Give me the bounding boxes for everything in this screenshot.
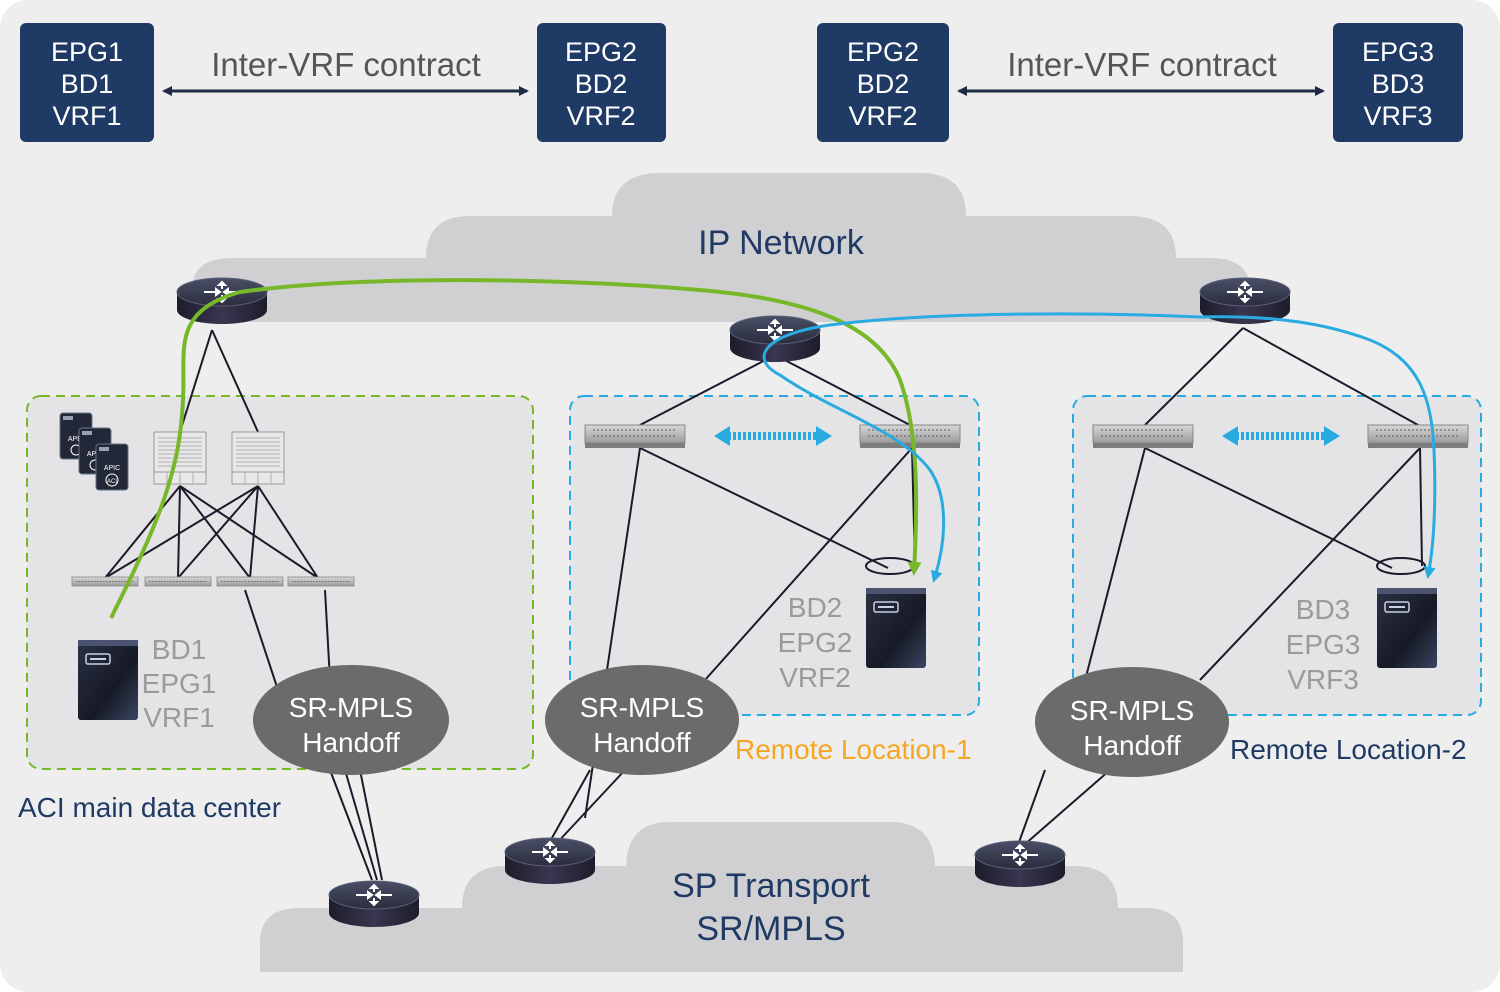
blue-traffic-path-remote2	[1199, 315, 1437, 579]
network-links	[104, 327, 1423, 881]
main-endpoint-line-3: VRF1	[143, 702, 215, 733]
epg-box-1-line-1: EPG1	[51, 37, 123, 67]
contract-label-1: Inter-VRF contract	[211, 46, 481, 83]
ip-network-label: IP Network	[698, 224, 865, 262]
remote2-endpoint-line-2: EPG3	[1286, 629, 1361, 660]
remote2-endpoint-line-3: VRF3	[1287, 664, 1359, 695]
remote1-endpoint-line-3: VRF2	[779, 662, 851, 693]
sp-transport-cloud	[260, 822, 1183, 972]
apic-label-3: APIC	[104, 465, 120, 472]
remote2-isl-arrow	[1222, 426, 1340, 446]
epg-box-2-line-2: BD2	[575, 69, 628, 99]
main-endpoint-line-2: EPG1	[142, 668, 217, 699]
remote1-endpoint-line-2: EPG2	[778, 627, 853, 658]
epg-box-2-line-3: VRF2	[566, 101, 635, 131]
epg-box-1-line-2: BD1	[61, 69, 114, 99]
epg-box-3: EPG2 BD2 VRF2	[817, 23, 949, 142]
remote2-switch-2	[1367, 424, 1469, 449]
remote2-handoff-line-2: Handoff	[1083, 730, 1181, 761]
epg-box-1-line-3: VRF1	[52, 101, 121, 131]
apic-cluster: APIC APIC APIC ACI	[59, 412, 129, 491]
epg-box-2-line-1: EPG2	[565, 37, 637, 67]
remote2-port-channel	[1376, 557, 1426, 575]
main-endpoint-server	[77, 639, 139, 721]
epg-box-4-line-2: BD3	[1372, 69, 1425, 99]
epg-box-4-line-1: EPG3	[1362, 37, 1434, 67]
blue-traffic-path-remote1	[762, 312, 1201, 583]
main-ip-router	[176, 277, 268, 325]
remote1-isl-arrow	[714, 426, 832, 446]
main-leaf-switch-2	[144, 576, 212, 587]
remote2-switch-1	[1092, 424, 1194, 449]
apic-label-2: APIC	[87, 451, 103, 458]
main-leaf-switch-3	[216, 576, 284, 587]
remote1-site-label: Remote Location-1	[735, 734, 972, 765]
epg-box-3-line-1: EPG2	[847, 37, 919, 67]
remote1-handoff: SR-MPLS Handoff	[545, 665, 739, 775]
main-spine-switch-2	[231, 431, 285, 485]
remote1-switch-1	[584, 424, 686, 449]
sp-router-remote1	[504, 837, 596, 885]
remote1-endpoint-line-1: BD2	[788, 592, 842, 623]
contract-label-2: Inter-VRF contract	[1007, 46, 1277, 83]
remote1-handoff-line-2: Handoff	[593, 727, 691, 758]
epg-box-1: EPG1 BD1 VRF1	[20, 23, 154, 142]
green-traffic-path	[109, 278, 922, 619]
remote2-endpoint-server	[1376, 587, 1438, 669]
main-handoff-line-1: SR-MPLS	[289, 692, 413, 723]
remote2-endpoint-line-1: BD3	[1296, 594, 1350, 625]
remote1-ip-router	[729, 315, 821, 363]
sp-transport-label-line-1: SP Transport	[672, 867, 870, 905]
remote2-handoff-line-1: SR-MPLS	[1070, 695, 1194, 726]
sp-router-main	[328, 880, 420, 928]
epg-box-4: EPG3 BD3 VRF3	[1333, 23, 1463, 142]
remote1-handoff-line-1: SR-MPLS	[580, 692, 704, 723]
sp-router-remote2	[974, 840, 1066, 888]
main-site-label: ACI main data center	[18, 792, 281, 823]
apic-server-3: APIC ACI	[95, 443, 129, 491]
epg-box-4-line-3: VRF3	[1363, 101, 1432, 131]
main-handoff: SR-MPLS Handoff	[253, 665, 449, 775]
main-leaf-switch-4	[287, 576, 355, 587]
epg-box-2: EPG2 BD2 VRF2	[537, 23, 666, 142]
remote2-site-label: Remote Location-2	[1230, 734, 1467, 765]
epg-box-3-line-2: BD2	[857, 69, 910, 99]
ip-network-cloud	[192, 173, 1250, 322]
apic-sub-label: ACI	[107, 479, 117, 485]
epg-box-3-line-3: VRF2	[848, 101, 917, 131]
sp-transport-label-line-2: SR/MPLS	[696, 910, 845, 948]
remote1-endpoint-server	[865, 587, 927, 669]
main-endpoint-line-1: BD1	[152, 634, 206, 665]
remote2-handoff: SR-MPLS Handoff	[1035, 667, 1229, 777]
apic-label-1: APIC	[68, 436, 84, 443]
main-handoff-line-2: Handoff	[302, 727, 400, 758]
